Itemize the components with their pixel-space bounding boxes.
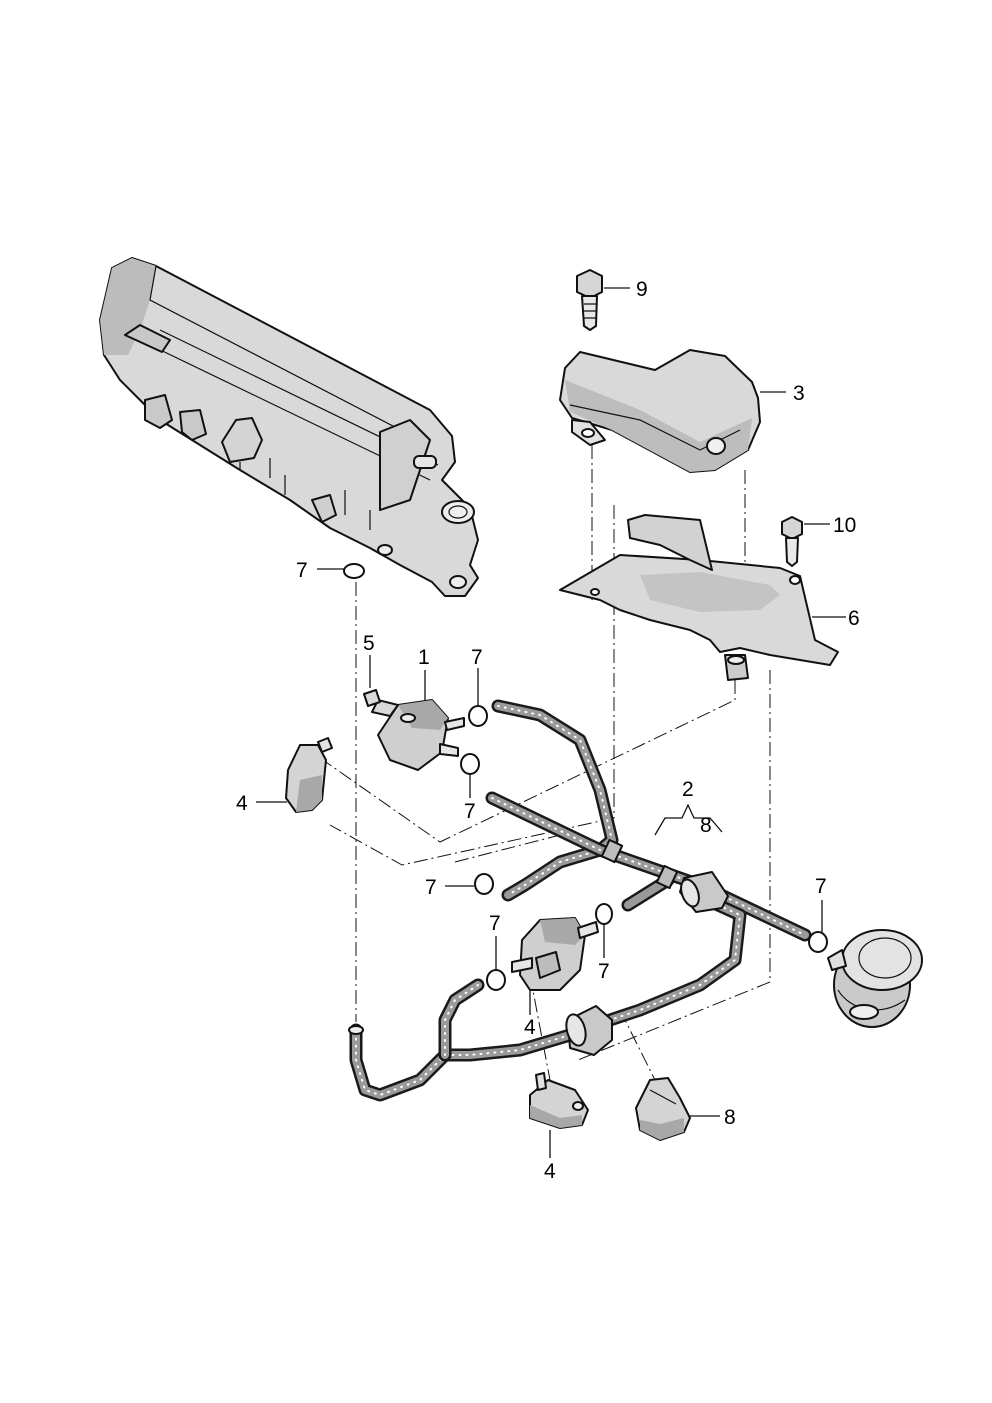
callout-7-lower-left: 7 — [489, 912, 501, 935]
callout-9: 9 — [636, 278, 648, 301]
clamp-7-manifold — [343, 563, 365, 579]
part-9-bolt — [576, 269, 603, 331]
callout-5: 5 — [363, 632, 375, 655]
callout-4-bottom: 4 — [544, 1160, 556, 1183]
part-5-pin — [363, 689, 381, 707]
callout-3: 3 — [793, 382, 805, 405]
hose-harness — [348, 699, 812, 1102]
hose-clamps — [343, 563, 828, 991]
part-3-cover — [559, 349, 761, 473]
callout-4-lower-valve: 4 — [524, 1016, 536, 1039]
callout-7-upper-b: 7 — [464, 800, 476, 823]
part-4-mount-bottom — [529, 1072, 589, 1129]
part-1-valve — [371, 699, 465, 771]
part-4-mount-left — [285, 737, 333, 813]
callout-8-clip: 8 — [724, 1106, 736, 1129]
callout-7-right: 7 — [815, 875, 827, 898]
leader-lines — [256, 287, 846, 1158]
callout-10: 10 — [833, 514, 856, 537]
assembly-lines — [322, 445, 771, 1091]
callout-8-harness: 8 — [700, 814, 712, 837]
part-6-bracket — [559, 514, 839, 681]
callout-7-manifold: 7 — [296, 559, 308, 582]
callout-1: 1 — [418, 646, 430, 669]
callout-4-left: 4 — [236, 792, 248, 815]
callout-7-lower-right: 7 — [598, 960, 610, 983]
callout-labels: 1 2 3 4 4 4 5 6 7 7 7 7 7 7 7 8 8 9 10 — [236, 278, 860, 1183]
clamp-7-right — [808, 931, 828, 953]
pressure-valve — [827, 929, 923, 1028]
part-8-clip — [635, 1077, 691, 1141]
callout-7-mid-left: 7 — [425, 876, 437, 899]
part-4-valve-lower — [511, 917, 599, 991]
callout-7-upper-a: 7 — [471, 646, 483, 669]
part-10-bolt — [781, 516, 803, 567]
callout-6: 6 — [848, 607, 860, 630]
intake-manifold — [99, 257, 479, 597]
hose-damper-lower — [565, 1005, 613, 1056]
clamp-7-lower-left — [486, 969, 506, 991]
callout-2: 2 — [682, 778, 694, 801]
clamp-7-upper-b — [460, 753, 480, 775]
clamp-7-mid-left — [474, 873, 494, 895]
hose-damper-upper — [679, 871, 729, 913]
clamp-7-upper-a — [468, 705, 488, 727]
clamp-7-lower-right — [595, 903, 613, 925]
